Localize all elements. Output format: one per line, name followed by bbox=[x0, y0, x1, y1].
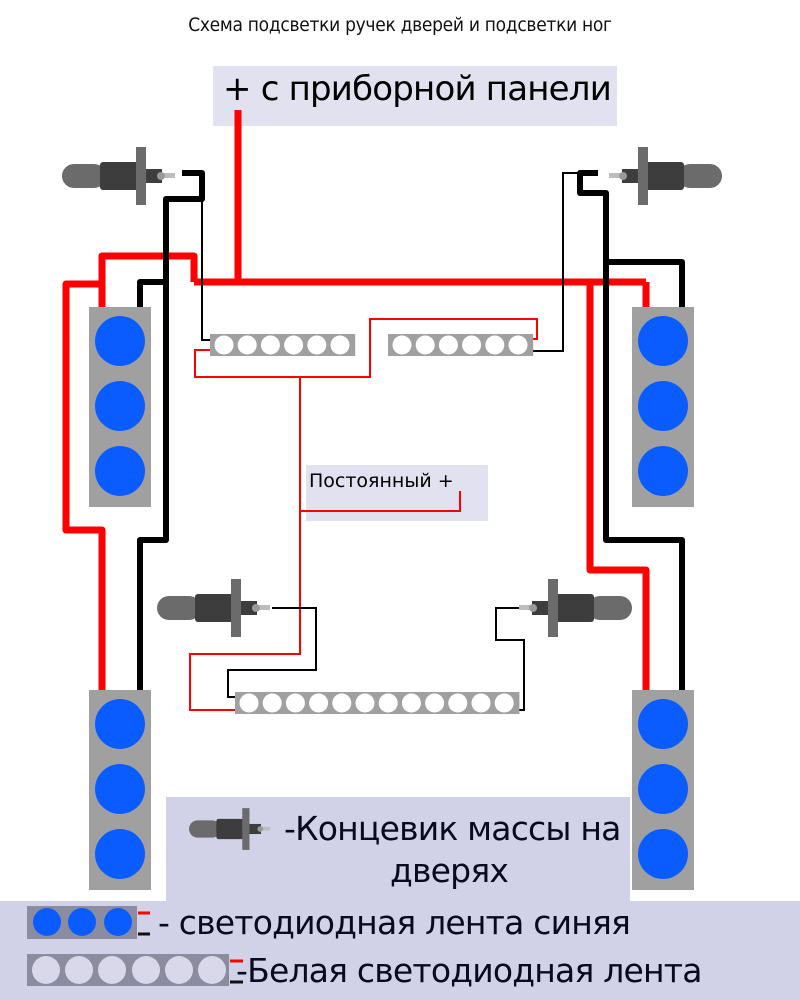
wire-strip-bottom-plus bbox=[189, 511, 301, 711]
blue-led-block-front-left bbox=[89, 307, 151, 507]
diagram-title: Схема подсветки ручек дверей и подсветки… bbox=[188, 14, 612, 36]
white-led bbox=[355, 693, 375, 713]
white-led bbox=[485, 335, 505, 355]
white-led bbox=[330, 335, 350, 355]
wire-strip-bottom-ground-left bbox=[227, 607, 317, 698]
blue-led bbox=[95, 316, 145, 366]
white-led bbox=[260, 335, 280, 355]
wire-strip-tr-ground bbox=[528, 172, 580, 352]
legend-white-strip-text: -Белая светодиодная лента bbox=[236, 951, 702, 990]
blue-led-block-rear-left bbox=[89, 690, 151, 890]
wire-rl-plus bbox=[62, 280, 106, 692]
white-led bbox=[448, 693, 468, 713]
white-led bbox=[425, 693, 445, 713]
wire-fr-ground bbox=[606, 259, 685, 307]
white-led bbox=[309, 693, 329, 713]
legend-door-switch-text: -Концевик массы на bbox=[284, 809, 621, 848]
white-led bbox=[415, 335, 435, 355]
white-led-strip-bottom bbox=[235, 692, 520, 714]
wire-rr-plus bbox=[586, 282, 650, 692]
white-led-strip-top-right bbox=[388, 334, 534, 356]
thin-wires bbox=[189, 172, 580, 711]
blue-led bbox=[638, 764, 688, 814]
blue-led bbox=[638, 829, 688, 879]
blue-led bbox=[638, 381, 688, 431]
white-led bbox=[284, 335, 304, 355]
white-led bbox=[307, 335, 327, 355]
blue-led bbox=[638, 316, 688, 366]
white-led bbox=[494, 693, 514, 713]
white-led-strip-top-left bbox=[210, 334, 356, 356]
blue-led bbox=[638, 699, 688, 749]
white-led bbox=[239, 693, 259, 713]
blue-led bbox=[95, 446, 145, 496]
positive-wires-main bbox=[62, 110, 650, 692]
white-led bbox=[285, 693, 305, 713]
white-led bbox=[332, 693, 352, 713]
white-led bbox=[262, 693, 282, 713]
legend-door-switch-icon bbox=[189, 808, 271, 850]
wire-strip-top-plus bbox=[194, 318, 538, 378]
legend-door-switch-text-2: дверях bbox=[390, 851, 509, 890]
white-led bbox=[508, 335, 528, 355]
blue-led bbox=[95, 381, 145, 431]
legend-blue-strip-icon bbox=[27, 906, 150, 939]
wire-fl-ground bbox=[137, 279, 166, 307]
white-led-strips bbox=[210, 334, 534, 714]
door-switch-rear-right-icon bbox=[519, 579, 632, 637]
white-led bbox=[438, 335, 458, 355]
white-led bbox=[392, 335, 412, 355]
blue-led bbox=[95, 829, 145, 879]
wire-strip-tl-ground bbox=[201, 173, 212, 341]
legend-white-strip-icon bbox=[27, 954, 243, 986]
legend-blue-strip-text: - светодиодная лента синяя bbox=[158, 903, 631, 942]
blue-led-block-rear-right bbox=[632, 690, 694, 890]
white-led bbox=[237, 335, 257, 355]
white-led bbox=[214, 335, 234, 355]
blue-led-block-front-right bbox=[632, 307, 694, 507]
blue-led bbox=[95, 764, 145, 814]
door-switch-front-left-icon bbox=[62, 147, 175, 205]
white-led bbox=[462, 335, 482, 355]
blue-led bbox=[638, 446, 688, 496]
white-led bbox=[471, 693, 491, 713]
white-led bbox=[378, 693, 398, 713]
door-switch-front-right-icon bbox=[609, 147, 722, 205]
blue-led-blocks bbox=[89, 307, 694, 890]
white-led bbox=[401, 693, 421, 713]
door-switch-rear-left-icon bbox=[157, 579, 270, 637]
dashboard-plus-label: + с приборной панели bbox=[213, 66, 617, 126]
blue-led bbox=[95, 699, 145, 749]
wire-strip-bottom-ground-right bbox=[495, 607, 530, 711]
wire-constant-plus bbox=[299, 377, 461, 512]
